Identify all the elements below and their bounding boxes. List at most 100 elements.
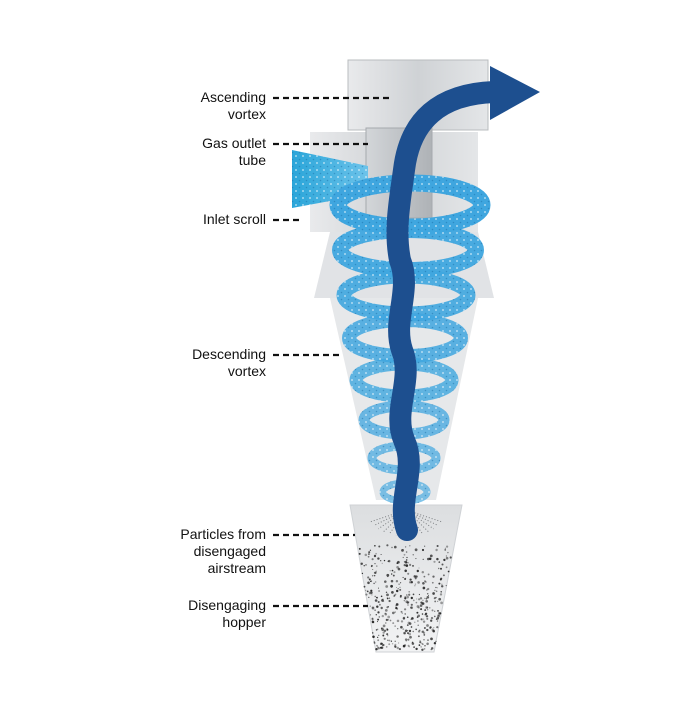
particle [382, 634, 385, 637]
label-line: Gas outlet [202, 135, 266, 151]
particle [369, 614, 372, 616]
particle [398, 583, 400, 586]
particle [403, 599, 406, 602]
particle [377, 636, 379, 638]
particle [381, 562, 383, 564]
particle [376, 621, 379, 623]
particle [369, 605, 371, 607]
particle [407, 561, 409, 564]
particle [368, 578, 371, 581]
particle [436, 620, 439, 622]
particle [371, 606, 375, 610]
particle [378, 590, 381, 592]
particle [410, 581, 413, 584]
particle [412, 630, 414, 633]
particle [407, 572, 410, 575]
particle [412, 565, 414, 567]
particle [418, 644, 421, 646]
particle [386, 573, 390, 577]
particle [417, 630, 421, 633]
particle [400, 625, 403, 629]
particle [386, 597, 388, 599]
particle [380, 628, 382, 630]
particle [375, 647, 378, 651]
particle [393, 594, 396, 597]
label-hopper: Disengaging hopper [176, 597, 266, 631]
particle [423, 634, 426, 636]
particle [426, 617, 429, 620]
particle [384, 613, 388, 616]
particle [398, 648, 401, 651]
particle [410, 626, 413, 628]
particle [402, 628, 405, 631]
particle [386, 633, 389, 636]
particle [382, 643, 385, 647]
particle [367, 553, 370, 556]
particle [421, 648, 424, 652]
particle [371, 594, 373, 596]
particle [423, 648, 426, 650]
particle [407, 638, 410, 641]
particle [404, 577, 407, 580]
particle [437, 600, 439, 602]
particle [367, 581, 370, 585]
particle [399, 588, 402, 591]
particle [382, 631, 385, 634]
particle [435, 596, 437, 599]
particle [366, 590, 369, 593]
particle [378, 603, 381, 606]
particle [421, 642, 423, 645]
particle [398, 642, 400, 644]
particle [375, 570, 377, 572]
label-line: vortex [227, 363, 266, 379]
particle [376, 565, 378, 567]
particle [393, 571, 396, 574]
particle [386, 628, 389, 631]
particle [445, 566, 448, 569]
label-inlet-scroll: Inlet scroll [176, 211, 266, 228]
particle [385, 585, 389, 588]
particle [437, 614, 440, 618]
particle [394, 643, 397, 646]
particle [430, 616, 434, 620]
particle [414, 585, 416, 587]
particle [435, 640, 437, 643]
particle [404, 629, 408, 633]
particle [370, 589, 373, 592]
particle [376, 644, 378, 647]
particle [367, 555, 370, 558]
particle [431, 581, 434, 584]
particle [408, 593, 411, 596]
particle [424, 609, 427, 612]
particle [378, 616, 381, 618]
particle [439, 578, 442, 581]
particle [442, 574, 445, 577]
particle [422, 599, 424, 602]
particle [413, 646, 415, 648]
particle [419, 640, 421, 642]
particle [406, 616, 409, 619]
particle [416, 605, 420, 608]
particle [409, 635, 412, 639]
particle [371, 620, 375, 624]
particle [387, 635, 389, 637]
particle [422, 586, 426, 590]
particle [421, 548, 425, 552]
particle [400, 620, 404, 623]
particle [406, 594, 408, 596]
particle [435, 590, 438, 593]
particle [389, 570, 391, 572]
particle [373, 572, 376, 574]
particle [447, 551, 449, 554]
particle [394, 545, 397, 549]
particle [368, 596, 370, 599]
particle [374, 595, 376, 598]
particle [395, 580, 399, 583]
particle [371, 606, 375, 610]
particle [418, 567, 420, 569]
particle [438, 561, 441, 563]
particle [386, 606, 389, 609]
particle [438, 582, 441, 585]
particle [391, 546, 393, 549]
particle [377, 639, 380, 642]
